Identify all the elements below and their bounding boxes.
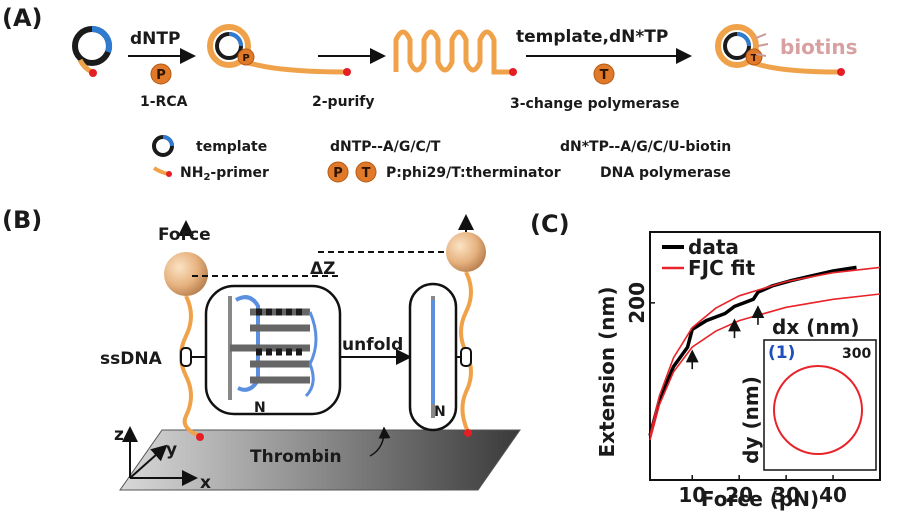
legend-data: data xyxy=(688,235,739,259)
template-circle-icon xyxy=(72,25,113,77)
legend-primer: NH2-primer xyxy=(180,165,269,183)
left-bead xyxy=(164,252,208,296)
legend-t-icon xyxy=(355,161,377,183)
ssdna-marker xyxy=(180,347,192,367)
primer-end-dot xyxy=(509,68,517,76)
inset-ylabel: dy (nm) xyxy=(739,376,763,464)
plot-layer: 10 20 30 40 200 xyxy=(625,265,881,507)
ssdna-label: ssDNA xyxy=(100,349,163,369)
axis-z: z xyxy=(114,425,124,445)
panel-c-label: (C) xyxy=(530,210,570,238)
x-tick-30: 30 xyxy=(772,483,800,507)
n-label-right: N xyxy=(434,404,446,420)
gquadruplex-icon: N xyxy=(228,295,318,416)
x-tick-10: 10 xyxy=(678,483,706,507)
biotin-product-icon: T xyxy=(715,24,845,76)
thrombin-pointer xyxy=(369,426,391,457)
biotins-label: biotins xyxy=(780,35,857,59)
legend-polymerase: DNA polymerase xyxy=(600,165,731,181)
inset-scale: 300 xyxy=(842,346,871,362)
thrombin-surface xyxy=(119,429,521,491)
panel-c: (C) Extension (nm) Force (pN) 10 20 30 40 20… xyxy=(530,210,881,511)
step3-name: 3-change polymerase xyxy=(510,96,679,112)
svg-text:T: T xyxy=(751,53,758,64)
xyz-axes: z y x xyxy=(114,425,211,493)
x-tick-20: 20 xyxy=(725,483,753,507)
left-ssdna-tether xyxy=(179,295,201,438)
rca-product-icon: P xyxy=(207,24,351,76)
y-axis-label: Extension (nm) xyxy=(595,287,619,458)
thrombin-label: Thrombin xyxy=(250,447,342,467)
legend-dstar: dN*TP--A/G/C/U-biotin xyxy=(560,139,731,155)
legend-enzymes: P:phi29/T:therminator xyxy=(386,165,561,181)
axis-x: x xyxy=(200,473,211,493)
panel-b-label: (B) xyxy=(2,206,42,234)
unfold-label: unfold xyxy=(342,335,403,355)
x-axis-label: Force (pN) xyxy=(701,487,819,511)
n-label-left: N xyxy=(254,400,266,416)
y-tick-200: 200 xyxy=(625,282,649,324)
svg-text:T: T xyxy=(600,68,609,83)
step1-reagent: dNTP xyxy=(130,29,180,49)
right-bead xyxy=(446,232,486,272)
enzyme-p-icon: P xyxy=(150,63,172,85)
inset-circle-trace xyxy=(773,365,863,455)
panel-a-legend: template NH2-primer dNTP--A/G/C/T dN*TP-… xyxy=(152,135,731,183)
inset-plot: dx (nm) (1) 300 dy (nm) xyxy=(739,315,877,471)
legend-p-icon xyxy=(327,161,349,183)
legend-dntp: dNTP--A/G/C/T xyxy=(330,139,441,155)
step2-name: 2-purify xyxy=(312,94,374,110)
purified-ssdna-icon xyxy=(393,29,512,75)
panel-a-label: (A) xyxy=(2,4,43,32)
panel-b: (B) Thrombin z y x Force ssDNA ΔZ xyxy=(2,206,521,493)
step1-name: 1-RCA xyxy=(140,94,188,110)
inset-xlabel: dx (nm) xyxy=(772,315,860,339)
step3-reagent: template,dN*TP xyxy=(516,27,668,47)
svg-text:P: P xyxy=(242,53,249,64)
legend-template: template xyxy=(196,139,267,155)
series-fit-line-2 xyxy=(649,293,881,441)
force-label: Force xyxy=(158,225,211,245)
svg-text:P: P xyxy=(333,166,343,181)
delta-z-label: ΔZ xyxy=(310,259,335,279)
enzyme-t-icon: T xyxy=(593,63,615,85)
series-fit-line-1 xyxy=(649,266,881,436)
panel-a: (A) dNTP P 1-RCA P 2-purify xyxy=(2,4,857,183)
x-tick-40: 40 xyxy=(819,483,847,507)
chart-legend: data FJC fit xyxy=(662,235,756,280)
svg-text:P: P xyxy=(156,68,166,83)
axis-y: y xyxy=(166,440,177,460)
inset-label: (1) xyxy=(768,343,795,363)
svg-text:T: T xyxy=(362,166,371,181)
inset-frame xyxy=(763,339,877,471)
primer-legend-icon xyxy=(152,166,169,176)
legend-fit: FJC fit xyxy=(688,256,756,280)
